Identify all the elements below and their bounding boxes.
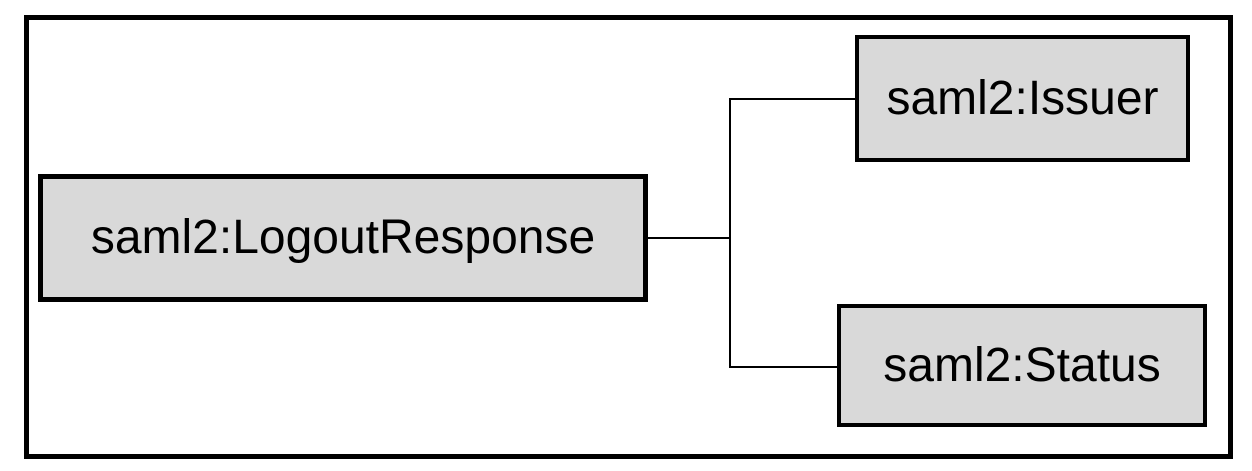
node-label-status: saml2:Status [883, 338, 1161, 392]
node-saml2-status: saml2:Status [837, 304, 1207, 427]
node-label-logoutresponse: saml2:LogoutResponse [90, 211, 596, 264]
connector-junction-to-status [731, 366, 837, 368]
node-saml2-logoutresponse: saml2:LogoutResponse [38, 174, 648, 302]
node-saml2-issuer: saml2:Issuer [855, 35, 1190, 162]
connector-junction-to-issuer [731, 98, 855, 100]
node-label-issuer: saml2:Issuer [886, 71, 1159, 125]
diagram-frame [24, 15, 1233, 459]
connector-junction-vertical [729, 98, 731, 368]
connector-root-to-junction [648, 237, 730, 239]
